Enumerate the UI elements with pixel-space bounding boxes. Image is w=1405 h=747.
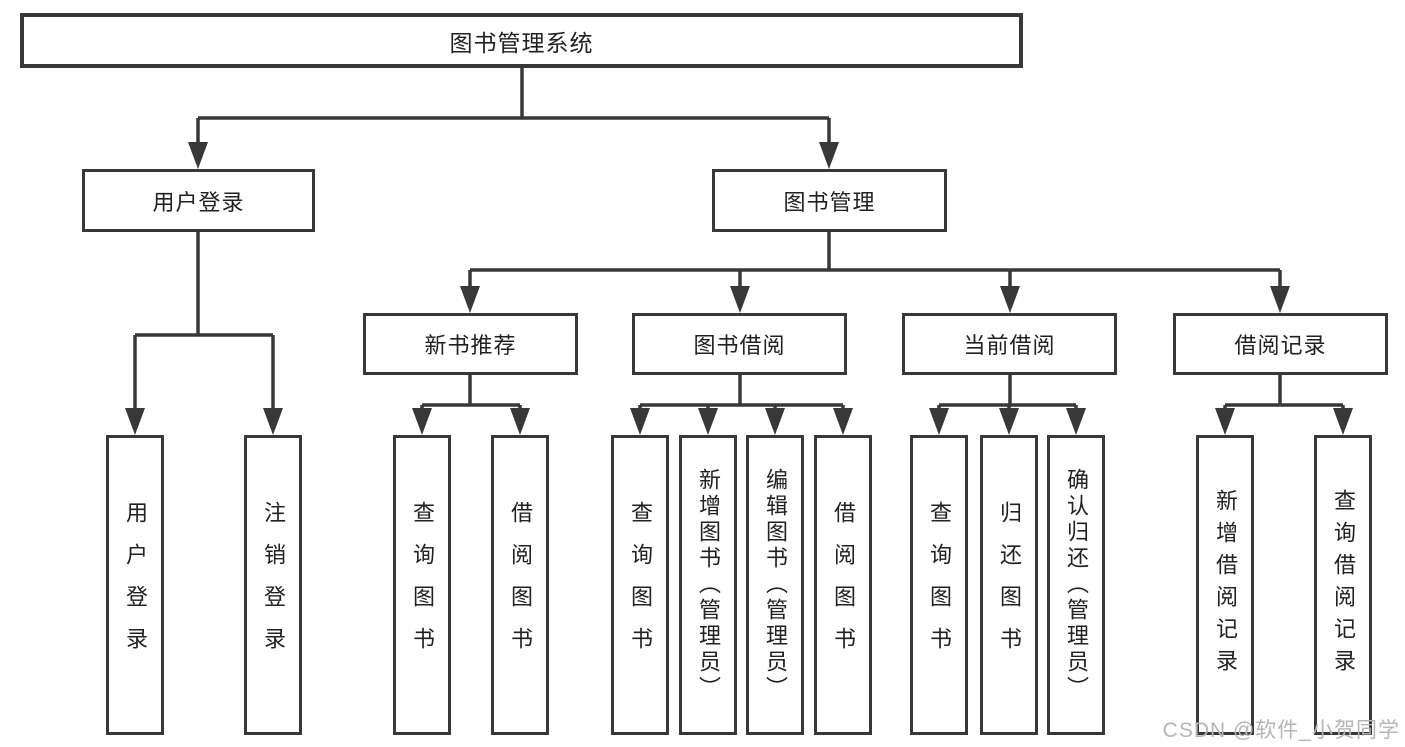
leaf-query-books-current: 查询图书 <box>910 435 968 735</box>
node-label: 借阅图书 <box>508 501 533 669</box>
node-label: 借阅记录 <box>1234 333 1327 358</box>
leaf-query-books-recommend: 查询图书 <box>393 435 451 735</box>
node-book-management: 图书管理 <box>712 169 947 232</box>
node-label: 查询借阅记录 <box>1331 489 1356 681</box>
node-label: 图书管理系统 <box>449 29 594 56</box>
node-label: 当前借阅 <box>963 333 1056 358</box>
node-label: 图书管理 <box>783 189 876 215</box>
node-borrowing-records: 借阅记录 <box>1173 313 1388 375</box>
node-label: 新增借阅记录 <box>1213 489 1238 681</box>
node-user-login: 用户登录 <box>82 169 315 232</box>
leaf-logout: 注销登录 <box>244 435 302 735</box>
csdn-watermark: CSDN @软件_小贺同学 <box>1162 719 1400 742</box>
node-label: 新书推荐 <box>424 333 517 358</box>
leaf-add-borrow-record: 新增借阅记录 <box>1196 435 1254 735</box>
leaf-edit-books-admin: 编辑图书（管理员） <box>746 435 804 735</box>
leaf-borrow-books-recommend: 借阅图书 <box>491 435 549 735</box>
node-label: 借阅图书 <box>831 501 856 669</box>
node-label: 新增图书（管理员） <box>696 468 721 702</box>
leaf-return-books: 归还图书 <box>980 435 1038 735</box>
leaf-confirm-return-admin: 确认归还（管理员） <box>1047 435 1105 735</box>
node-library-management-system: 图书管理系统 <box>20 13 1023 68</box>
node-label: 图书借阅 <box>693 333 786 358</box>
leaf-query-books-borrow: 查询图书 <box>611 435 669 735</box>
node-label: 注销登录 <box>261 501 286 669</box>
node-label: 查询图书 <box>927 501 952 669</box>
node-label: 确认归还（管理员） <box>1064 468 1089 702</box>
node-label: 用户登录 <box>152 189 245 215</box>
node-book-borrowing: 图书借阅 <box>632 313 847 375</box>
node-new-book-recommend: 新书推荐 <box>363 313 578 375</box>
leaf-add-books-admin: 新增图书（管理员） <box>679 435 737 735</box>
arrowheads <box>125 142 1353 435</box>
node-label: 编辑图书（管理员） <box>763 468 788 702</box>
node-label: 用户登录 <box>123 501 148 669</box>
node-label: 归还图书 <box>997 501 1022 669</box>
leaf-borrow-books: 借阅图书 <box>814 435 872 735</box>
leaf-query-borrow-record: 查询借阅记录 <box>1314 435 1372 735</box>
node-label: 查询图书 <box>628 501 653 669</box>
node-current-borrowing: 当前借阅 <box>902 313 1117 375</box>
leaf-user-login: 用户登录 <box>106 435 164 735</box>
node-label: 查询图书 <box>410 501 435 669</box>
